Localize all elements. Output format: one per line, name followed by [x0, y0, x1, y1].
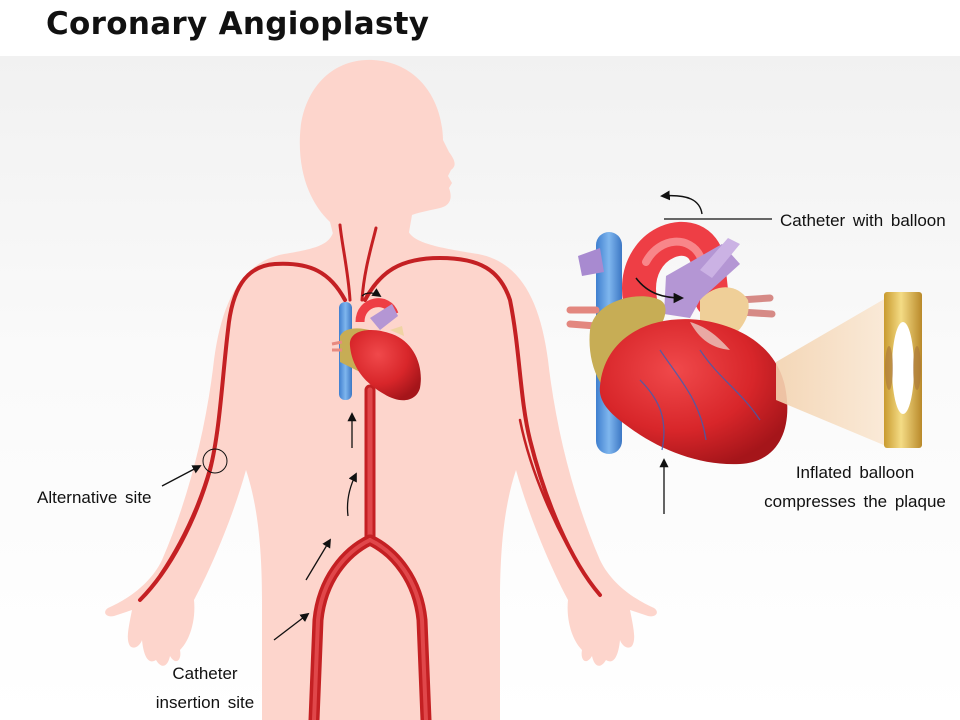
arrow-icon	[161, 465, 202, 487]
curved-arrow-icon	[660, 190, 703, 215]
label-inflated-balloon-line1: Inflated balloon	[795, 463, 915, 482]
curved-arrow-icon	[635, 277, 685, 304]
arrow-icon	[273, 612, 310, 641]
arrow-icon	[346, 472, 357, 517]
magnification-beam	[776, 298, 886, 446]
inflated-balloon-artery	[884, 292, 922, 448]
page-title: Coronary Angioplasty	[46, 6, 430, 42]
label-catheter-insertion-line1: Catheter	[172, 664, 238, 683]
label-catheter-insertion-line2: insertion site	[155, 693, 255, 712]
label-inflated-balloon-line2: compresses the plaque	[764, 492, 946, 511]
arrow-icon	[305, 538, 331, 581]
curved-arrow-icon	[361, 288, 382, 298]
large-heart	[566, 221, 788, 465]
small-heart	[331, 298, 421, 401]
label-catheter-with-balloon: Catheter with balloon	[780, 211, 946, 230]
artery-network	[138, 223, 602, 720]
label-alternative-site: Alternative site	[37, 488, 152, 507]
site-circle-icon	[202, 448, 228, 474]
